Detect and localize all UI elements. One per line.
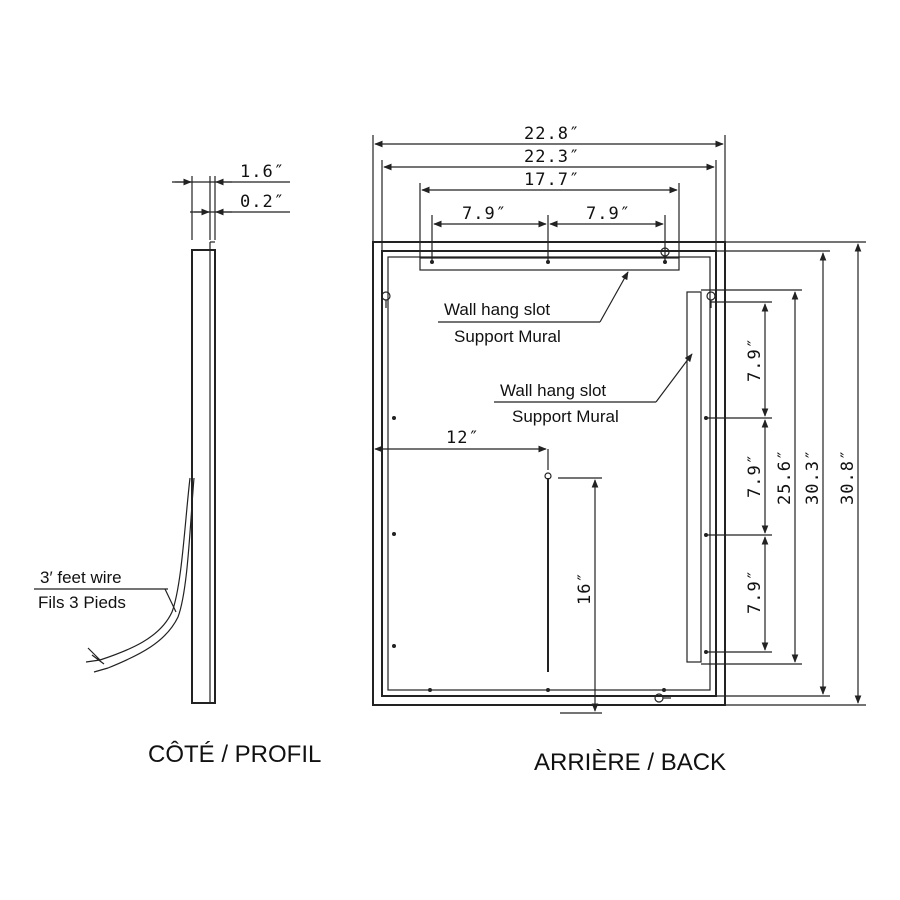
screw-dots — [392, 260, 708, 692]
side-depth-label: 1.6″ — [240, 162, 285, 182]
width-22-3-label: 22.3″ — [524, 147, 580, 167]
width-17-7-label: 17.7″ — [524, 170, 580, 190]
spacing-top-left-label: 7.9″ — [462, 204, 507, 224]
keyhole-bottom — [654, 693, 671, 703]
wire-leader-arrow — [164, 588, 177, 613]
side-wall-hang-slot — [686, 291, 702, 663]
slot-height-label: 25.6″ — [775, 449, 795, 505]
side-view-title: CÔTÉ / PROFIL — [148, 740, 321, 768]
top-slot-leader-arrow — [599, 271, 629, 323]
side-slot-leader-arrow — [655, 353, 693, 403]
power-wire — [99, 477, 191, 661]
side-spacing-label-3: 7.9″ — [745, 569, 765, 614]
side-view: 1.6″ 0.2″ 3′ feet wire Fils 3 Pieds CÔTÉ… — [34, 162, 321, 768]
width-22-8-label: 22.8″ — [524, 124, 580, 144]
wire-frayed-end — [85, 647, 109, 673]
center-support-cap — [544, 472, 552, 480]
keyhole-top-left — [381, 291, 391, 308]
side-spacing-label-1: 7.9″ — [745, 337, 765, 382]
mirror-outer-edge — [372, 241, 726, 706]
side-thin-label: 0.2″ — [240, 192, 285, 212]
side-profile-outline — [191, 249, 216, 704]
power-wire-second — [107, 477, 195, 669]
side-slot-label-fr: Support Mural — [512, 407, 619, 426]
overall-height-label: 30.8″ — [838, 449, 858, 505]
wire-label-en: 3′ feet wire — [40, 568, 122, 587]
top-slot-label-fr: Support Mural — [454, 327, 561, 346]
top-wall-hang-slot — [419, 257, 680, 271]
bar-16-label: 16″ — [575, 571, 595, 605]
wire-label-fr: Fils 3 Pieds — [38, 593, 126, 612]
top-slot-label-en: Wall hang slot — [444, 300, 550, 319]
keyhole-right-top — [706, 291, 716, 308]
offset-12-label: 12″ — [446, 428, 480, 448]
spacing-top-right-label: 7.9″ — [586, 204, 631, 224]
side-slot-label-en: Wall hang slot — [500, 381, 606, 400]
back-view: 22.8″ 22.3″ 17.7″ 7.9″ 7.9″ Wall hang sl… — [372, 124, 866, 776]
mirror-inner-frame — [381, 250, 717, 697]
back-view-title: ARRIÈRE / BACK — [534, 749, 726, 776]
frame-height-label: 30.3″ — [803, 449, 823, 505]
side-spacing-label-2: 7.9″ — [745, 453, 765, 498]
